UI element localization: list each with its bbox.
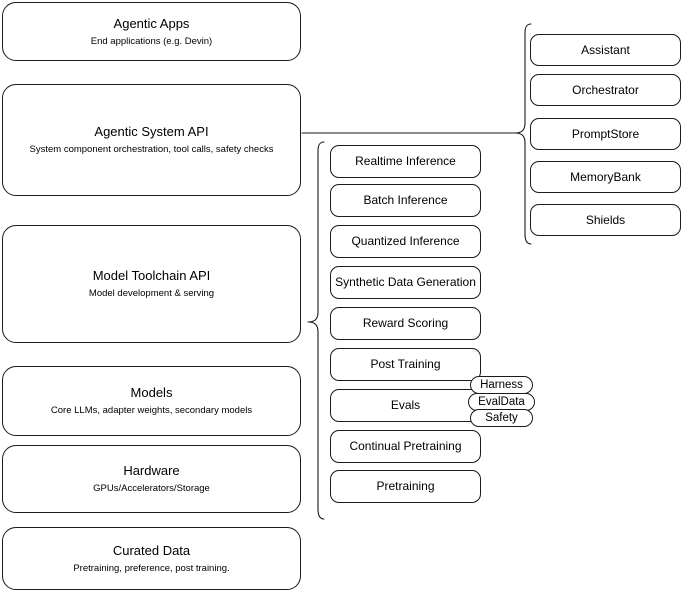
component-post-training[interactable]: Post Training — [330, 348, 481, 381]
component-label: Synthetic Data Generation — [335, 275, 476, 289]
component-label: PromptStore — [571, 126, 640, 141]
component-label: Quantized Inference — [351, 234, 460, 248]
component-batch-inference[interactable]: Batch Inference — [330, 184, 481, 217]
component-label: Assistant — [581, 42, 630, 57]
layer-box-agentic-apps[interactable]: Agentic Apps End applications (e.g. Devi… — [2, 2, 301, 61]
layer-subtitle: System component orchestration, tool cal… — [29, 144, 274, 155]
layer-subtitle: GPUs/Accelerators/Storage — [93, 483, 210, 494]
evals-subcomponent-safety[interactable]: Safety — [470, 409, 533, 427]
component-label: Shields — [585, 212, 626, 227]
layer-box-model-toolchain-api[interactable]: Model Toolchain API Model development & … — [2, 225, 301, 343]
layer-title: Agentic System API — [94, 124, 209, 139]
layer-title: Model Toolchain API — [92, 268, 211, 283]
layer-title: Models — [130, 385, 173, 400]
layer-title: Hardware — [123, 463, 180, 478]
layer-box-models[interactable]: Models Core LLMs, adapter weights, secon… — [2, 366, 301, 436]
component-label: Realtime Inference — [355, 154, 456, 168]
component-promptstore[interactable]: PromptStore — [530, 118, 681, 150]
component-label: Post Training — [370, 357, 441, 371]
component-label: Evals — [390, 398, 421, 412]
component-orchestrator[interactable]: Orchestrator — [530, 74, 681, 106]
component-label: Orchestrator — [572, 82, 639, 97]
component-label: MemoryBank — [570, 169, 641, 184]
layer-title: Agentic Apps — [113, 15, 190, 31]
evals-subcomponent-harness[interactable]: Harness — [470, 376, 533, 394]
evals-subcomponent-label: Safety — [485, 412, 518, 424]
component-label: Batch Inference — [363, 193, 448, 207]
component-shields[interactable]: Shields — [530, 204, 681, 236]
component-quantized-inference[interactable]: Quantized Inference — [330, 225, 481, 258]
layer-box-hardware[interactable]: Hardware GPUs/Accelerators/Storage — [2, 445, 301, 513]
component-memorybank[interactable]: MemoryBank — [530, 161, 681, 193]
component-evals[interactable]: Evals — [330, 389, 481, 422]
layer-title: Curated Data — [112, 542, 191, 558]
component-label: Pretraining — [376, 479, 435, 493]
evals-subcomponent-label: EvalData — [478, 396, 525, 408]
layer-box-agentic-system-api[interactable]: Agentic System API System component orch… — [2, 84, 301, 196]
brace-toolchain-components — [305, 140, 327, 522]
component-assistant[interactable]: Assistant — [530, 34, 681, 66]
component-continual-pretraining[interactable]: Continual Pretraining — [330, 430, 481, 463]
layer-box-curated-data[interactable]: Curated Data Pretraining, preference, po… — [2, 527, 301, 590]
evals-subcomponent-label: Harness — [480, 379, 523, 391]
layer-subtitle: Pretraining, preference, post training. — [73, 562, 230, 574]
component-realtime-inference[interactable]: Realtime Inference — [330, 145, 481, 178]
layer-subtitle: Model development & serving — [88, 288, 215, 299]
layer-subtitle: End applications (e.g. Devin) — [90, 35, 213, 47]
component-pretraining[interactable]: Pretraining — [330, 470, 481, 503]
component-label: Continual Pretraining — [349, 439, 462, 453]
component-label: Reward Scoring — [362, 316, 449, 330]
component-synthetic-data-generation[interactable]: Synthetic Data Generation — [330, 266, 481, 299]
component-reward-scoring[interactable]: Reward Scoring — [330, 307, 481, 340]
layer-subtitle: Core LLMs, adapter weights, secondary mo… — [50, 405, 253, 416]
